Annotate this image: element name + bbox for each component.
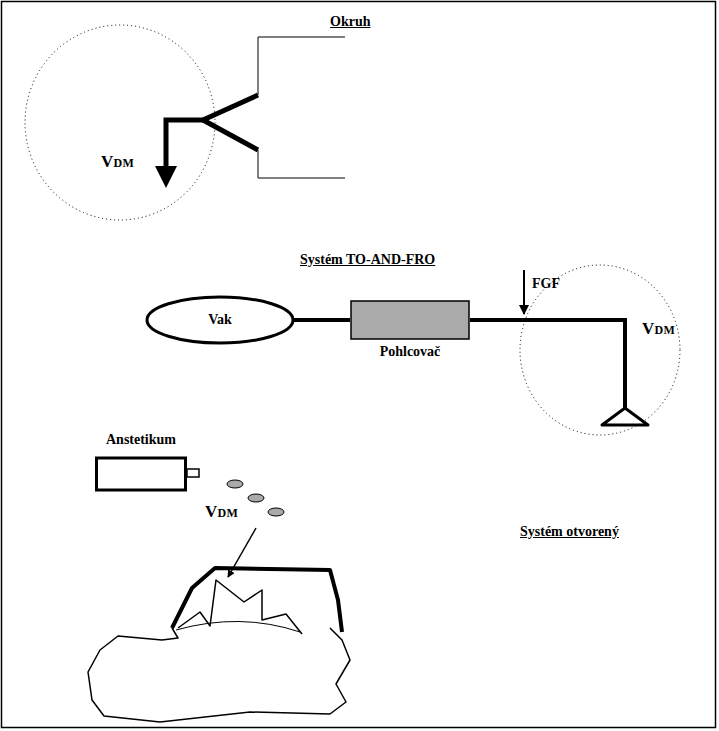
section-title: Systém TO-AND-FRO	[300, 252, 435, 267]
tube-to-mask	[470, 270, 648, 425]
section-title: Okruh	[330, 14, 370, 29]
dead-space-label: VDM	[642, 320, 675, 339]
node-label: Pohlcovač	[380, 344, 441, 359]
dead-space-label: VDM	[205, 503, 238, 522]
node-label: Anstetikum	[106, 432, 176, 447]
dead-space-region: VDM	[25, 25, 215, 220]
patient-head	[88, 528, 350, 722]
dead-space-label: VDM	[101, 153, 134, 172]
circuit-y-piece	[155, 37, 345, 188]
node-outline	[25, 25, 215, 220]
vaporizer-box: Anstetikum	[95, 432, 187, 492]
connector-tube	[293, 318, 350, 322]
node-label: Vak	[208, 312, 232, 327]
section-title: Systém otvorený	[520, 524, 619, 539]
absorber-box: Pohlcovač	[350, 300, 470, 364]
gas-flow-label: FGF	[532, 276, 560, 291]
bag-ellipse: Vak	[145, 295, 295, 345]
